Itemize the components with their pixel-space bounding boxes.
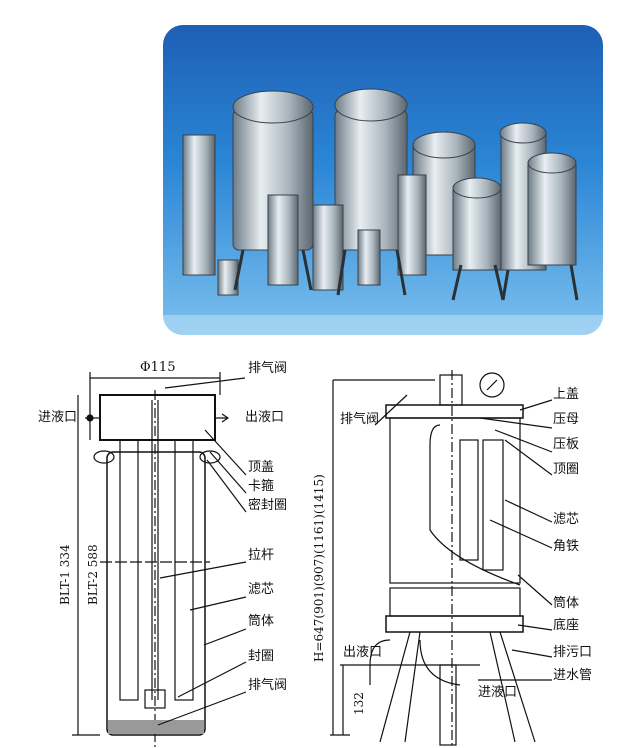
label-vent-top: 排气阀 [248,361,288,376]
label-outlet: 出液口 [245,410,285,425]
label-cylinder: 筒体 [248,614,275,629]
label-drain: 排污口 [553,645,593,660]
label-tie-rod: 拉杆 [248,548,275,563]
label-top-cover: 顶盖 [248,460,275,475]
label-vent-bottom: 排气阀 [248,678,288,693]
label-filter-core: 滤芯 [248,582,275,597]
filter-tanks-illustration [163,88,603,335]
label-top-ring: 顶圈 [553,462,580,477]
label-press-nut: 压母 [553,412,580,427]
label-press-plate: 压板 [553,437,580,452]
dim-132: 132 [352,692,366,715]
dim-height: H=647(901)(907)(1161)(1415) [312,474,326,662]
dim-blt2: BLT-2 588 [86,544,100,605]
label-outlet-r: 出液口 [343,645,383,660]
dim-blt1: BLT-1 334 [58,544,72,605]
diameter-label: Φ115 [140,360,176,375]
label-seal-ring: 密封圈 [248,498,288,513]
product-photo [163,25,603,335]
label-cylinder-r: 筒体 [553,596,580,611]
label-inlet-r: 进液口 [478,685,518,700]
label-clamp: 卡箍 [248,479,275,494]
label-filter-core-r: 滤芯 [553,512,580,527]
label-seal: 封圈 [248,649,275,664]
label-inlet-pipe: 进水管 [553,668,593,683]
label-base: 底座 [553,618,580,633]
label-angle-iron: 角铁 [553,539,580,554]
label-inlet: 进液口 [38,410,78,425]
label-vent-r: 排气阀 [340,412,380,427]
label-upper-cover: 上盖 [553,387,580,402]
